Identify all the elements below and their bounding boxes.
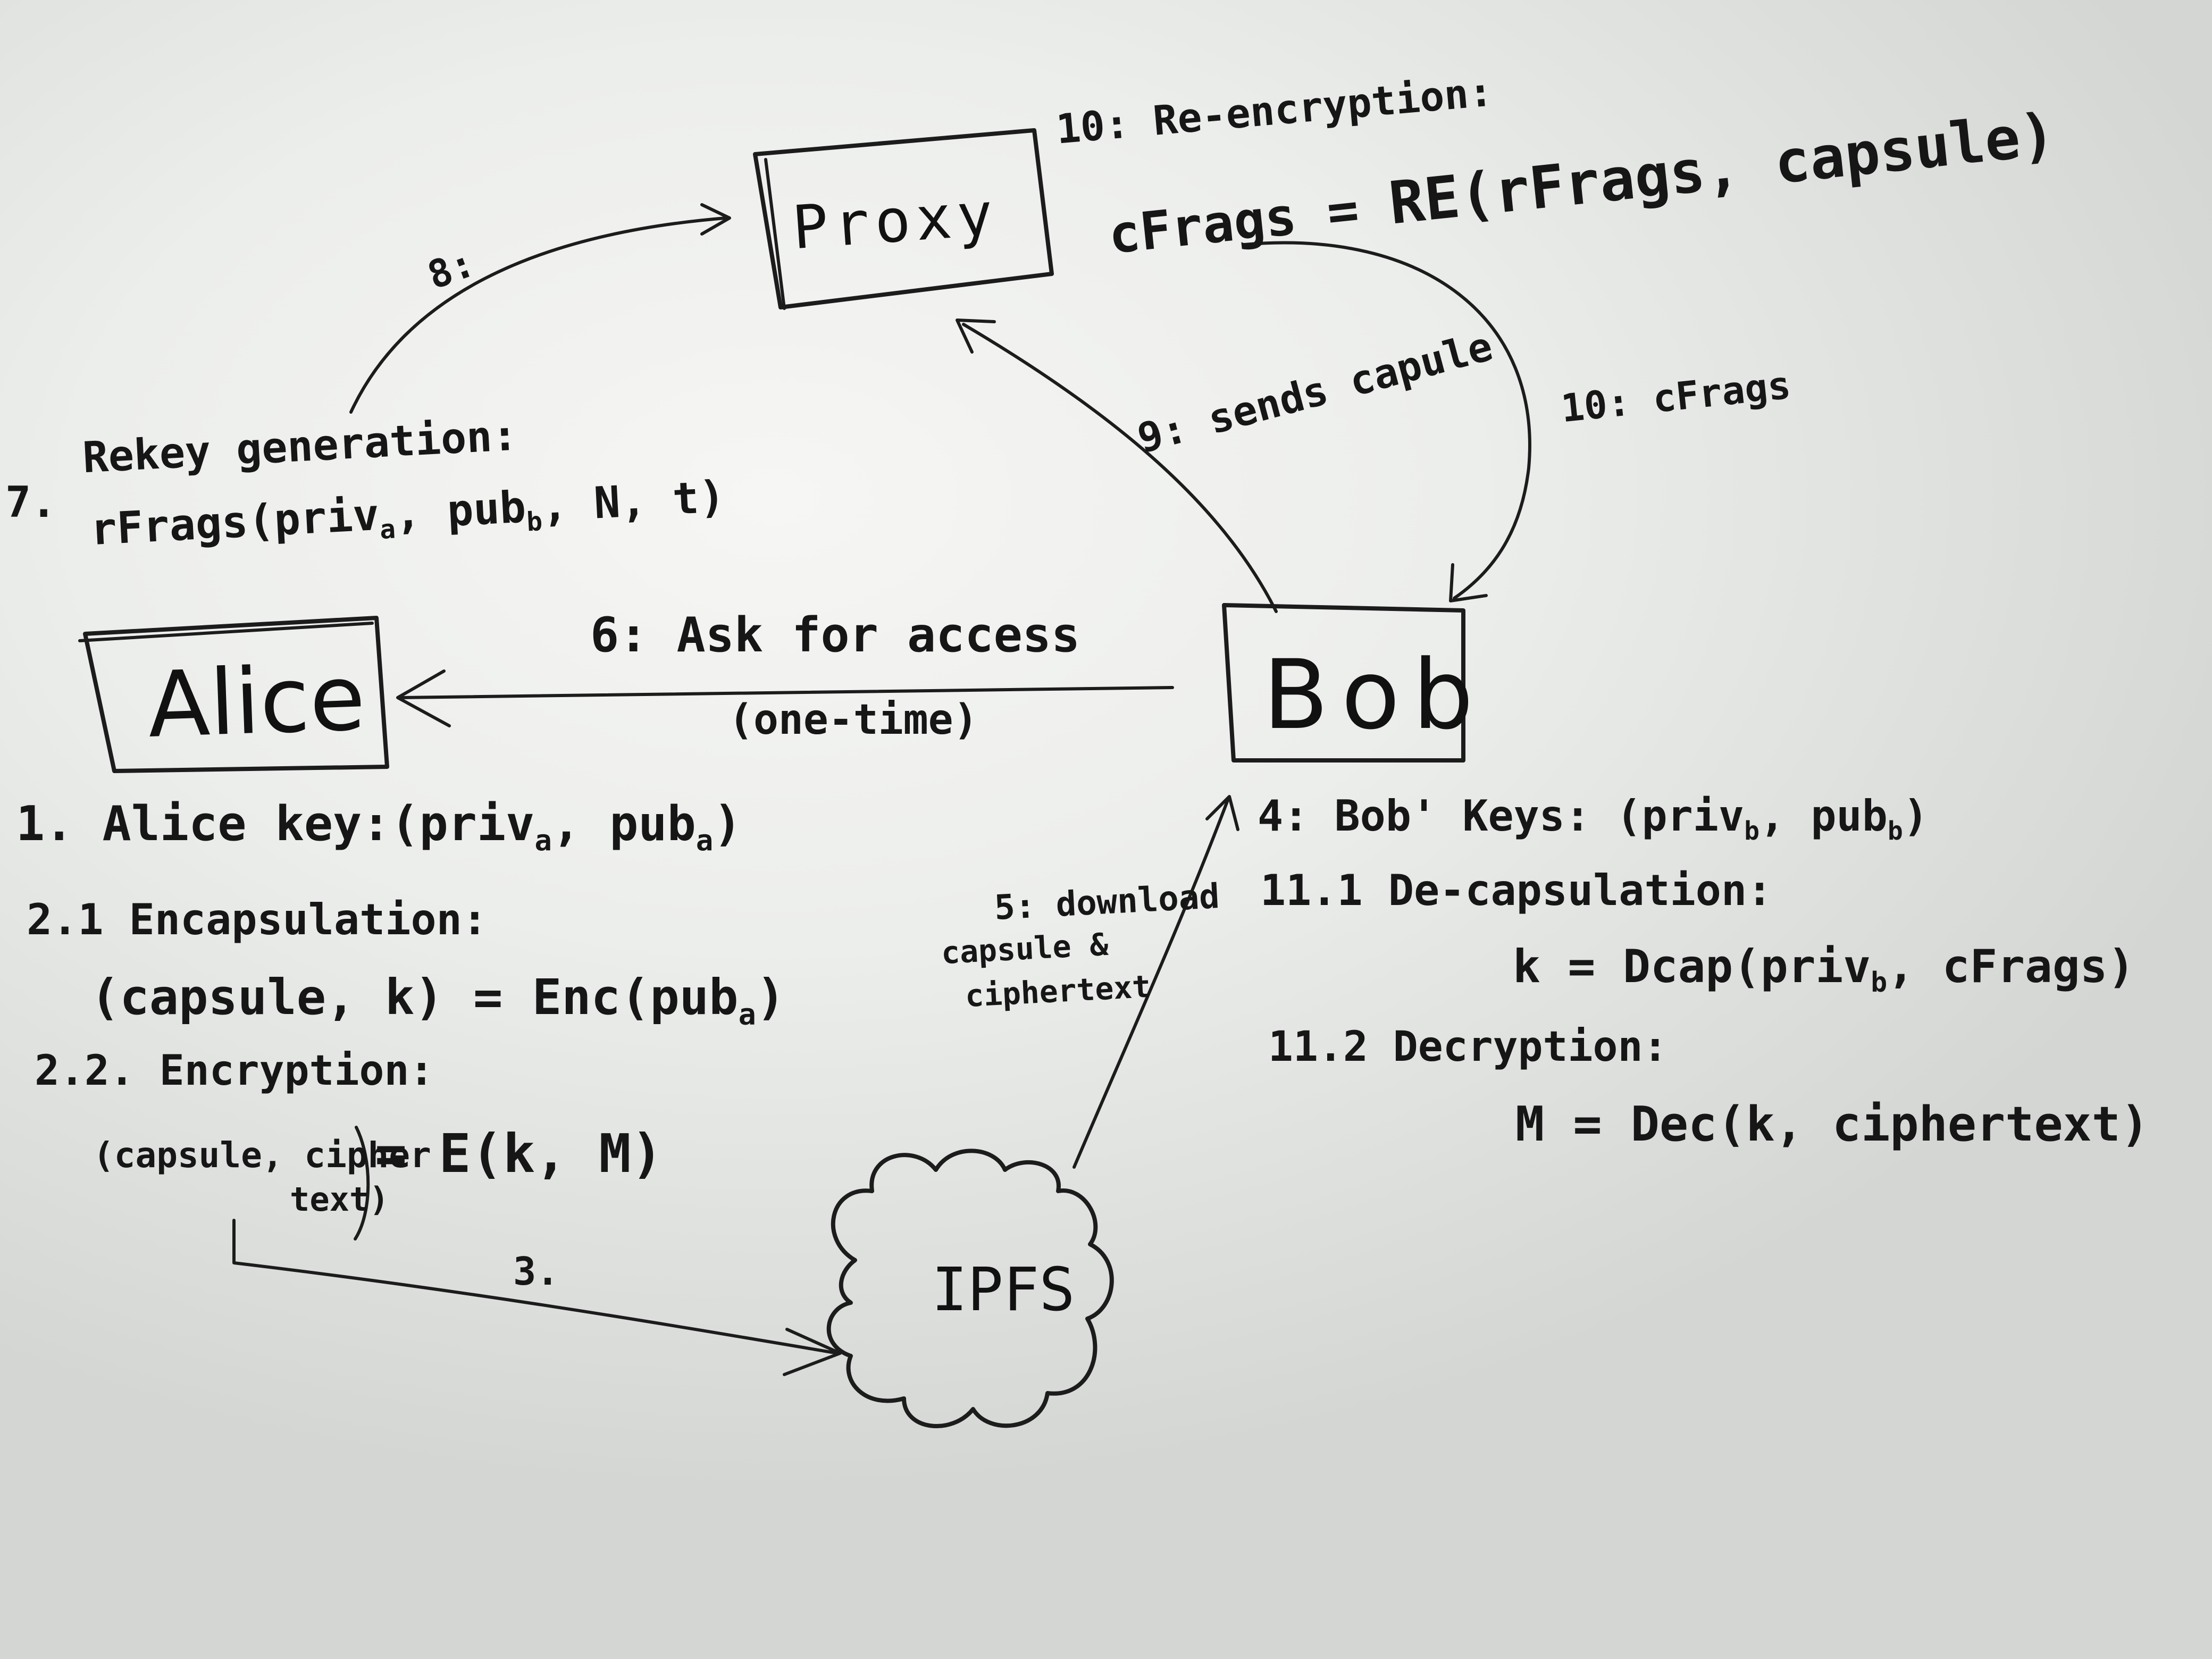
proxy-box <box>753 128 1054 309</box>
edge-label-5-line2: capsule & <box>940 926 1109 971</box>
edge-bob-to-proxy <box>962 323 1278 613</box>
ipfs-label: IPFS <box>932 1255 1075 1325</box>
edge-label-3: 3. <box>513 1249 559 1294</box>
edge-proxy-to-bob <box>1243 241 1531 600</box>
encryption-left-line2: text) <box>290 1180 389 1219</box>
edge-label-6-top: 6: Ask for access <box>590 607 1080 663</box>
encryption-left: (capsule, cipher <box>93 1135 431 1176</box>
arrowhead-ipfs <box>783 1328 842 1376</box>
encryption-right: = E(k, M) <box>375 1122 663 1185</box>
encapsulation-title: 2.1 Encapsulation: <box>27 895 488 944</box>
ipfs-cloud <box>826 1149 1114 1428</box>
edge-bob-to-alice <box>398 686 1174 699</box>
edge-rekey-to-proxy <box>349 216 727 414</box>
edge-label-5-line3: ciphertext <box>964 968 1152 1015</box>
arrowhead-proxy-left <box>700 203 731 236</box>
edge-encryption-to-ipfs <box>232 1219 839 1355</box>
proxy-label: Proxy <box>790 179 1001 263</box>
alice-box-double-line <box>78 622 374 642</box>
encryption-title: 2.2. Encryption: <box>35 1047 434 1095</box>
decryption-title: 11.2 Decryption: <box>1268 1023 1668 1071</box>
arrowhead-bob-top <box>1449 563 1488 602</box>
edge-ipfs-to-bob <box>1073 797 1230 1169</box>
rekey-number: 7. <box>5 477 57 527</box>
encryption-bracket <box>354 1126 370 1241</box>
arrowhead-alice <box>396 669 451 727</box>
encapsulation-formula: (capsule, k) = Enc(puba) <box>90 969 786 1032</box>
bob-label: Bob <box>1263 640 1486 751</box>
edge-label-6-bottom: (one-time) <box>728 696 978 744</box>
alice-key-step: 1. Alice key:(priva, puba) <box>16 796 742 857</box>
decapsulation-title: 11.1 De-capsulation: <box>1260 866 1773 915</box>
decapsulation-formula: k = Dcap(privb, cFrags) <box>1513 940 2135 999</box>
arrowhead-bob-bottom <box>1205 795 1239 831</box>
arrowhead-proxy-bottom <box>956 319 996 354</box>
alice-label: Alice <box>146 645 367 759</box>
bob-box <box>1222 603 1465 763</box>
alice-box <box>83 616 389 773</box>
proxy-box-sketch-line <box>764 158 786 310</box>
decryption-formula: M = Dec(k, ciphertext) <box>1515 1096 2150 1152</box>
bob-keys-step: 4: Bob' Keys: (privb, pubb) <box>1258 791 1929 846</box>
